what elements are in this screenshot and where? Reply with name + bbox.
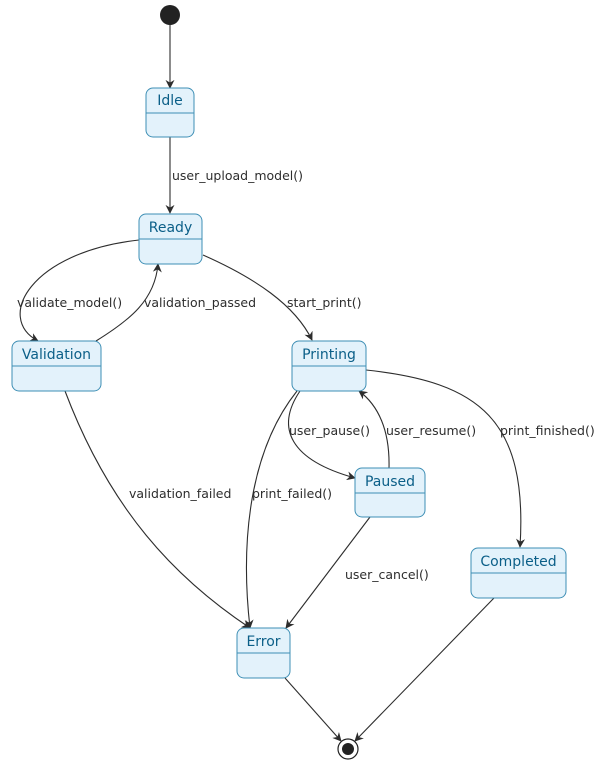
- label-validation-passed: validation_passed: [144, 295, 256, 310]
- state-error-label: Error: [246, 634, 280, 650]
- state-ready: Ready: [138, 213, 203, 265]
- state-idle: Idle: [145, 87, 195, 138]
- label-user-resume: user_resume(): [386, 423, 476, 438]
- edge-error-to-final: [284, 677, 342, 742]
- state-validation-label: Validation: [22, 347, 91, 363]
- state-completed: Completed: [470, 547, 567, 599]
- state-idle-label: Idle: [157, 93, 183, 109]
- state-paused-label: Paused: [365, 474, 415, 490]
- edge-paused-to-error: [285, 516, 371, 629]
- edge-printing-to-completed: [365, 369, 525, 548]
- state-paused: Paused: [354, 467, 426, 518]
- edge-printing-to-error: [244, 390, 298, 629]
- final-state-node: [337, 738, 359, 760]
- label-print-failed: print_failed(): [252, 486, 332, 501]
- label-user-cancel: user_cancel(): [345, 567, 429, 582]
- state-printing: Printing: [291, 340, 367, 392]
- edge-printing-to-paused: [288, 390, 356, 481]
- edge-ready-to-validation: [19, 239, 140, 342]
- edge-validation-to-ready: [95, 263, 162, 342]
- edge-paused-to-printing: [358, 390, 390, 469]
- initial-state-node: [160, 5, 180, 25]
- label-user-upload-model: user_upload_model(): [172, 168, 303, 183]
- edge-validation-to-error: [64, 390, 251, 629]
- label-validation-failed: validation_failed: [129, 486, 231, 501]
- edge-completed-to-final: [354, 597, 495, 742]
- state-completed-label: Completed: [480, 554, 556, 570]
- state-ready-label: Ready: [149, 220, 192, 236]
- label-start-print: start_print(): [287, 295, 362, 310]
- state-error: Error: [236, 627, 291, 679]
- state-validation: Validation: [11, 340, 102, 392]
- label-validate-model: validate_model(): [17, 295, 122, 310]
- state-printing-label: Printing: [302, 347, 356, 363]
- edge-ready-to-printing: [202, 254, 313, 341]
- label-user-pause: user_pause(): [289, 423, 370, 438]
- label-print-finished: print_finished(): [500, 423, 595, 438]
